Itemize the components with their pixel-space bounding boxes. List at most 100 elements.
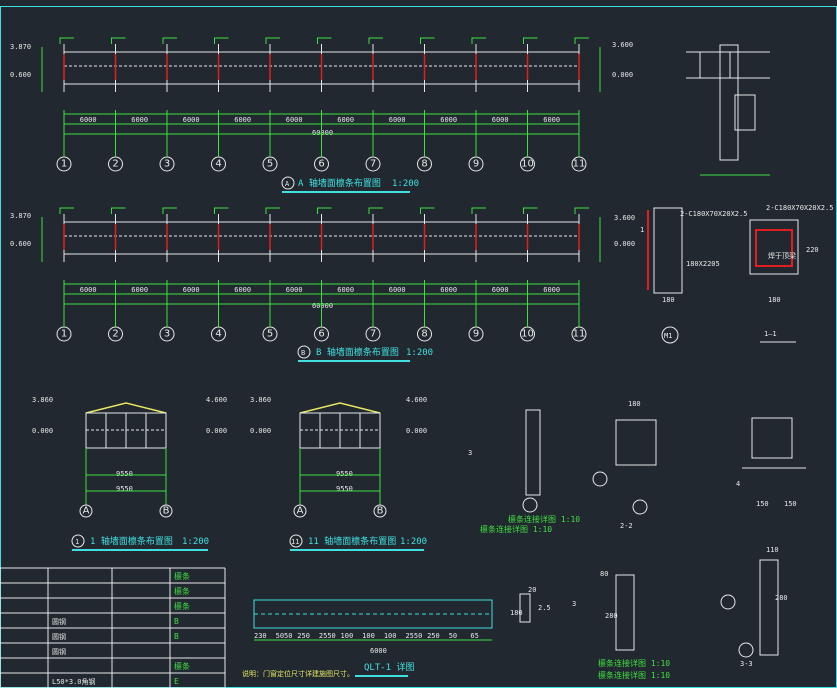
- section-label: 1—1: [764, 330, 777, 338]
- elev-a-top: 3.870: [10, 43, 31, 51]
- elev-b-badge-text: B: [301, 349, 305, 357]
- detail-b-tag: 2-2: [620, 522, 633, 530]
- elev-a-bay-dim-6: 6000: [337, 116, 354, 124]
- g1-elev-rt: 4.600: [206, 396, 227, 404]
- gable-11: 3.860 0.000 4.600 0.000 9550 9550 11 11 …: [250, 396, 427, 551]
- detail-b-bubble: [592, 471, 608, 487]
- g11-elev-lt: 3.860: [250, 396, 271, 404]
- elev-b-bay-dim-10: 6000: [543, 286, 560, 294]
- elev-a-bay-dim-7: 6000: [389, 116, 406, 124]
- beam-dim-3: 250: [297, 632, 310, 640]
- table-cell-2-3: 檩条: [174, 601, 190, 611]
- table-cell-0-3: 檩条: [174, 571, 190, 581]
- g11-roof: [299, 402, 381, 414]
- elev-a-bay-dim-2: 6000: [131, 116, 148, 124]
- elev-a-axis-label-9: 9: [473, 159, 479, 170]
- elev-b-tie-7: [368, 207, 383, 214]
- g11-dim-inner: 9550: [336, 470, 353, 478]
- beam-total: 6000: [370, 647, 387, 655]
- m1-width: 180: [662, 296, 675, 304]
- elev-b-axis-label-11: 11: [573, 329, 586, 340]
- elev-a-axis-label-4: 4: [215, 159, 221, 170]
- elev-b-bay-dim-4: 6000: [234, 286, 251, 294]
- g1-dim-outer: 9550: [116, 485, 133, 493]
- elev-a-badge-text: A: [285, 180, 290, 188]
- elev-b-tie-6: [317, 207, 332, 214]
- beam-dim-4: 2550: [319, 632, 336, 640]
- elev-a-tie-8: [420, 37, 435, 44]
- g1-axis-label-0: A: [83, 506, 90, 517]
- elev-b-tie-9: [471, 207, 486, 214]
- g11-axis-bubble-1: [373, 504, 387, 518]
- elev-b-title: B 轴墙面檩条布置图: [316, 346, 399, 358]
- table-cell-7-3: E: [174, 677, 179, 686]
- detail-d-caption: 檩条连接详图 1:10: [598, 658, 670, 668]
- elev-b-axis-label-6: 6: [318, 329, 324, 340]
- section-box: [749, 219, 799, 275]
- g1-elev-rb: 0.000: [206, 427, 227, 435]
- elev-a-axis-label-1: 1: [61, 159, 67, 170]
- elev-a-tie-2: [111, 37, 126, 44]
- elev-a-axis-label-10: 10: [521, 159, 534, 170]
- beam-dim-10: 50: [449, 632, 457, 640]
- g11-elev-rt: 4.600: [406, 396, 427, 404]
- beam-dim-2: 5050: [276, 632, 293, 640]
- g1-axis-label-1: B: [163, 506, 170, 517]
- beam-detail: 6000 180 20 2.5 QLT-1 详图: [253, 586, 551, 677]
- section-callout: 2-C180X70X20X2.5: [766, 204, 833, 212]
- beam-dim-7: 100: [384, 632, 397, 640]
- elev-b-axis-label-4: 4: [215, 329, 221, 340]
- detail-a-tag: 3: [468, 449, 472, 457]
- detail-a-col: [525, 409, 541, 496]
- elev-b-axis-label-5: 5: [267, 329, 273, 340]
- detail-e-bubble2: [738, 642, 754, 658]
- sheet-frame: [0, 6, 837, 688]
- elev-b-bay-dim-1: 6000: [80, 286, 97, 294]
- elev-a-axis-label-3: 3: [164, 159, 170, 170]
- detail-d-dim: 280: [605, 612, 618, 620]
- detail-c-dim3: 4: [736, 480, 740, 488]
- elev-a-bay-dim-1: 6000: [80, 116, 97, 124]
- table-cell-4-3: B: [174, 632, 179, 641]
- table-cell-1-3: 檩条: [174, 586, 190, 596]
- elev-b-tie-5: [265, 207, 280, 214]
- elev-b-tie-10: [523, 207, 538, 214]
- detail-b-bubble2: [632, 499, 648, 515]
- drawing-note: 说明：门窗定位尺寸详建施图尺寸。: [242, 669, 354, 678]
- elev-b-tie-1: [59, 207, 74, 214]
- detail-d-col: [615, 574, 635, 651]
- elev-a-bay-dim-9: 6000: [492, 116, 509, 124]
- g1-badge-text: 1: [75, 538, 79, 546]
- elev-b-rbot: 0.000: [614, 240, 635, 248]
- elev-b-bay-dim-9: 6000: [492, 286, 509, 294]
- elev-a-axis-label-7: 7: [370, 159, 376, 170]
- elev-a-tie-4: [214, 37, 229, 44]
- elev-a-bay-dim-5: 6000: [286, 116, 303, 124]
- detail-d-dim2: 80: [600, 570, 608, 578]
- beam-section: [519, 593, 531, 623]
- elev-a-bay-dim-4: 6000: [234, 116, 251, 124]
- elev-b-axis-label-7: 7: [370, 329, 376, 340]
- m1-frame: [653, 207, 683, 294]
- elev-a-axis-label-6: 6: [318, 159, 324, 170]
- elev-b-tie-4: [214, 207, 229, 214]
- beam-side-a: 20: [528, 586, 536, 594]
- elev-a-scale: 1:200: [392, 179, 419, 189]
- elev-b-bay-dim-5: 6000: [286, 286, 303, 294]
- g1-elev-lt: 3.860: [32, 396, 53, 404]
- elev-a-bay-dim-8: 6000: [440, 116, 457, 124]
- elev-a-axis-label-2: 2: [112, 159, 118, 170]
- g1-roof: [85, 402, 167, 414]
- elev-b-axis-label-3: 3: [164, 329, 170, 340]
- elev-b-rtop: 3.600: [614, 214, 635, 222]
- detail-c-plate: [751, 417, 793, 459]
- detail-b-dim: 180: [628, 400, 641, 408]
- elev-a-rtop: 3.600: [612, 41, 633, 49]
- detail-e-dim2: 280: [775, 594, 788, 602]
- elev-a-tie-6: [317, 37, 332, 44]
- elev-b-bay-dim-3: 6000: [183, 286, 200, 294]
- g11-axis-label-1: B: [377, 506, 384, 517]
- elev-b-tie-11: [574, 207, 589, 214]
- beam-dim-9: 250: [427, 632, 440, 640]
- g1-dim-inner: 9550: [116, 470, 133, 478]
